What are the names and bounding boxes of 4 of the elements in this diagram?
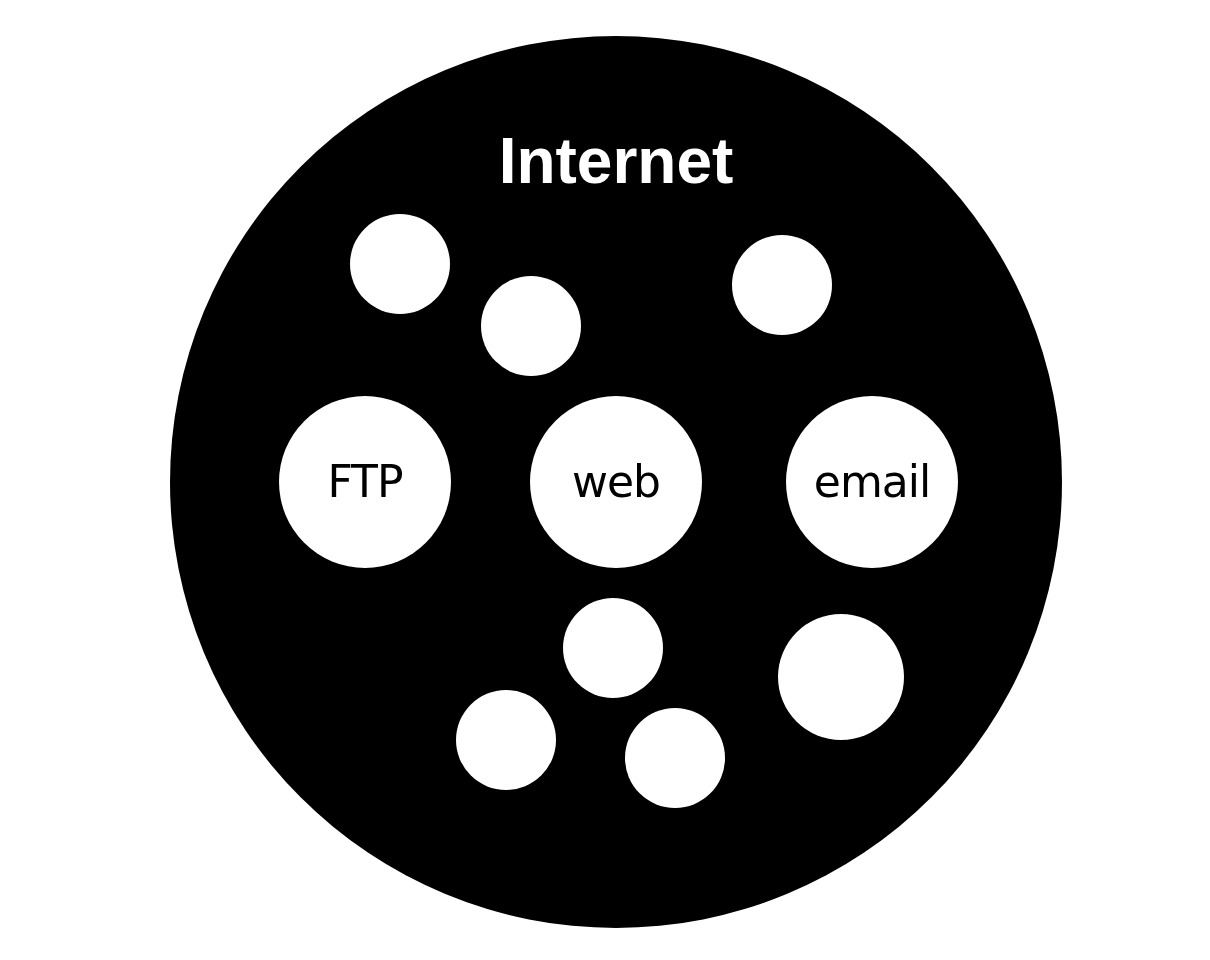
service-label: FTP <box>327 460 403 504</box>
service-label: web <box>572 460 660 504</box>
network-title: Internet <box>498 129 734 193</box>
service-label: email <box>813 460 931 504</box>
